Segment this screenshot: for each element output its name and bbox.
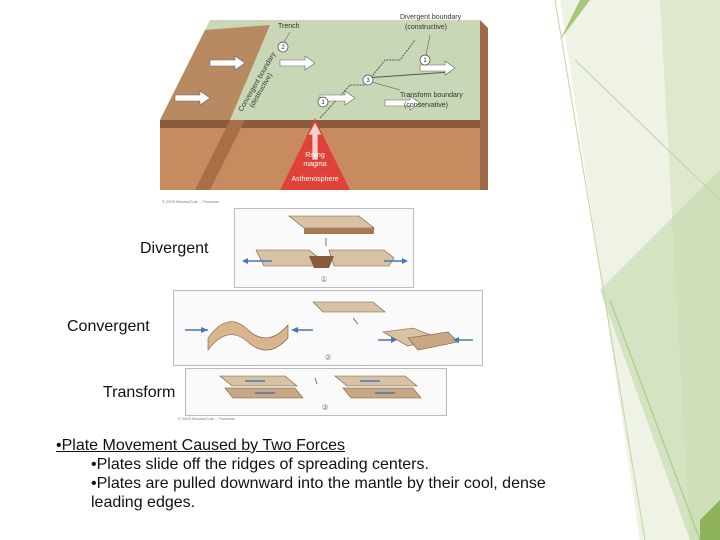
marker-1-number: 1 <box>423 58 427 64</box>
label-magma: magma <box>303 161 326 168</box>
slab-side <box>304 228 374 234</box>
bullet-heading: •Plate Movement Caused by Two Forces <box>56 437 345 454</box>
label-divergent: Divergent <box>140 240 209 257</box>
label-divergent-boundary: Divergent boundary <box>400 14 462 21</box>
label-transform-boundary: Transform boundary <box>400 92 463 99</box>
marker-2-icon <box>277 41 289 53</box>
arrow-right-icon <box>279 55 316 71</box>
label-conservative: (conservative) <box>404 102 448 109</box>
diagram-credit: © 2003 Brooks/Cole – Thomson <box>162 199 219 204</box>
divergent-panel: ① <box>234 208 414 288</box>
rift-gap <box>309 256 334 268</box>
panel-number: ③ <box>321 403 328 412</box>
panel-number: ② <box>324 353 331 362</box>
bullet-item-2: •Plates are pulled downward into the man… <box>91 475 546 492</box>
deco-line <box>574 59 720 201</box>
folded-plate <box>207 321 289 351</box>
magma-up-arrow-icon <box>307 121 323 161</box>
deco-panel-lower <box>600 170 720 540</box>
divergent-ridge <box>319 39 416 119</box>
label-constructive: (constructive) <box>405 24 447 31</box>
slab-left <box>255 249 320 267</box>
down-arrow-icon <box>314 377 318 385</box>
arrowhead-icon <box>453 337 459 343</box>
label-trench: Trench <box>278 23 300 30</box>
transform-fault <box>364 71 451 79</box>
marker-1b-icon <box>317 96 329 108</box>
arrow-right-icon <box>419 60 456 76</box>
label-transform: Transform <box>103 384 176 401</box>
bullet-item-2-continued: leading edges. <box>91 494 196 511</box>
arrowhead-icon <box>291 327 298 333</box>
down-arrow-icon <box>352 317 359 325</box>
bullet-item-1: •Plates slide off the ridges of spreadin… <box>91 456 429 473</box>
deco-triangle <box>560 0 590 40</box>
slab-top <box>312 301 386 313</box>
label-asthenosphere: Asthenosphere <box>291 176 338 183</box>
arrow-right-icon <box>174 90 211 106</box>
bullet-list: •Plate Movement Caused by Two Forces •Pl… <box>56 436 656 512</box>
marker-3-number: 3 <box>366 78 370 84</box>
marker-1-icon <box>419 54 431 66</box>
block-side-face <box>480 20 488 190</box>
subducting-slab <box>195 120 245 190</box>
panels-credit: © 2003 Brooks/Cole – Thomson <box>178 416 235 421</box>
deco-line <box>554 0 646 540</box>
arrowhead-left-icon <box>242 258 248 264</box>
label-rising: Rising <box>305 152 325 159</box>
deco-line <box>609 299 701 540</box>
convergent-panel: ② <box>173 290 483 366</box>
panel-number: ① <box>320 275 327 284</box>
marker-1b-number: 1 <box>321 100 325 106</box>
slab-right <box>328 249 395 267</box>
plate-boundaries-block-diagram: 2 1 3 1 Trench Divergent boundary (const… <box>160 14 488 204</box>
arrow-right-icon <box>209 55 246 71</box>
leader-line <box>425 34 431 56</box>
leader-line <box>371 81 401 91</box>
slab-top <box>288 215 375 229</box>
transform-panel: ③ <box>185 368 447 416</box>
arrow-right-icon <box>384 95 421 111</box>
marker-2-number: 2 <box>281 45 285 51</box>
marker-3-icon <box>362 74 374 86</box>
arrowhead-right-icon <box>402 258 408 264</box>
leader-line <box>283 31 291 43</box>
deco-corner <box>700 500 720 540</box>
lithosphere-band <box>160 120 480 128</box>
arrowhead-icon <box>201 327 208 333</box>
arrowhead-icon <box>391 337 397 343</box>
label-convergent: Convergent <box>67 318 150 335</box>
